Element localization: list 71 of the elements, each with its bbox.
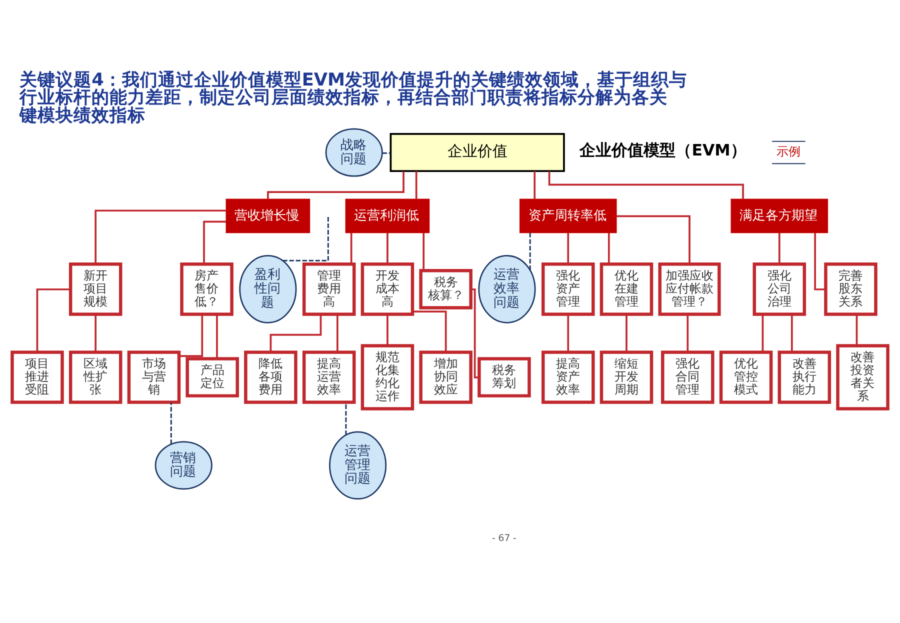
connector	[686, 314, 689, 352]
connector	[608, 232, 610, 264]
connector	[534, 170, 536, 198]
connector	[382, 152, 390, 154]
node-box: 管理费用高	[302, 262, 356, 316]
node-box: 规范化集约化运作	[360, 344, 414, 410]
connector	[94, 209, 226, 264]
node-box: 市场与营销	[127, 350, 181, 404]
node-box: 强化合同管理	[661, 350, 714, 404]
connector	[567, 232, 570, 264]
connector	[386, 314, 388, 346]
connector	[415, 170, 418, 198]
connector	[350, 232, 352, 264]
node-box: 新开项目规模	[68, 262, 122, 316]
connector	[790, 314, 793, 352]
node-ellipse: 运营效率问题	[478, 254, 536, 323]
node-box: 项目推进受阻	[10, 350, 64, 404]
node-box: 产品定位	[186, 356, 239, 397]
node-box: 企业价值	[390, 132, 565, 172]
node-ellipse: 营销问题	[154, 440, 212, 490]
connector	[179, 314, 204, 357]
connector	[345, 402, 347, 435]
connector	[270, 314, 322, 352]
connector	[216, 314, 218, 358]
connector	[36, 288, 70, 352]
node-box: 改善执行能力	[778, 350, 832, 404]
connector	[94, 314, 97, 352]
node-box: 房产售价低？	[180, 262, 234, 316]
node-box: 增加协同效应	[419, 350, 472, 404]
connector	[814, 232, 826, 290]
connector	[422, 232, 425, 270]
connector	[336, 314, 338, 352]
node-box: 提高资产效率	[542, 350, 595, 404]
label: 示例	[776, 144, 801, 158]
node-box: 改善投资者关系	[836, 344, 890, 410]
node-box: 提高运营效率	[302, 350, 356, 404]
node-ellipse: 战略问题	[325, 128, 383, 176]
connector	[170, 402, 172, 444]
connector	[203, 220, 226, 264]
node-box: 营收增长慢	[226, 198, 310, 233]
node-box: 开发成本高	[360, 262, 414, 316]
node-box: 加强应收应付帐款管理？	[658, 262, 721, 316]
node-box: 强化公司治理	[752, 262, 806, 316]
node-box: 优化在建管理	[600, 262, 654, 316]
node-box: 缩短开发周期	[600, 350, 654, 404]
connector	[282, 216, 329, 261]
label: 企业价值模型（EVM）	[580, 140, 746, 159]
node-box: 降低各项费用	[244, 350, 298, 404]
node-box: 完善股东关系	[824, 262, 878, 316]
connector	[762, 314, 764, 352]
node-box: 满足各方期望	[730, 198, 828, 233]
connector	[856, 314, 858, 346]
connector	[626, 314, 628, 352]
node-box: 运营利润低	[345, 198, 430, 233]
node-box: 税务核算？	[419, 268, 472, 309]
node-box: 税务筹划	[478, 356, 531, 397]
connector	[778, 232, 780, 264]
node-box: 优化管控模式	[719, 350, 773, 404]
node-box: 强化资产管理	[542, 262, 595, 316]
connector	[567, 314, 570, 352]
node-box: 资产周转率低	[520, 198, 617, 233]
diagram-title: 关键议题4：我们通过企业价值模型EVM发现价值提升的关键绩效领域，基于组织与行业标杆的能力差距，制定公司层面绩效指标，再结合部门职责将指标分解为各关键模块绩效指标	[20, 70, 688, 126]
node-ellipse: 运营管理问题	[329, 430, 387, 500]
node-ellipse: 盈利性问题	[239, 254, 297, 323]
connector	[386, 232, 388, 264]
connector	[412, 310, 447, 352]
label: - 67 -	[492, 532, 516, 544]
node-box: 区域性扩张	[68, 350, 122, 404]
connector	[616, 214, 690, 264]
connector	[471, 288, 480, 378]
connector	[267, 170, 404, 199]
